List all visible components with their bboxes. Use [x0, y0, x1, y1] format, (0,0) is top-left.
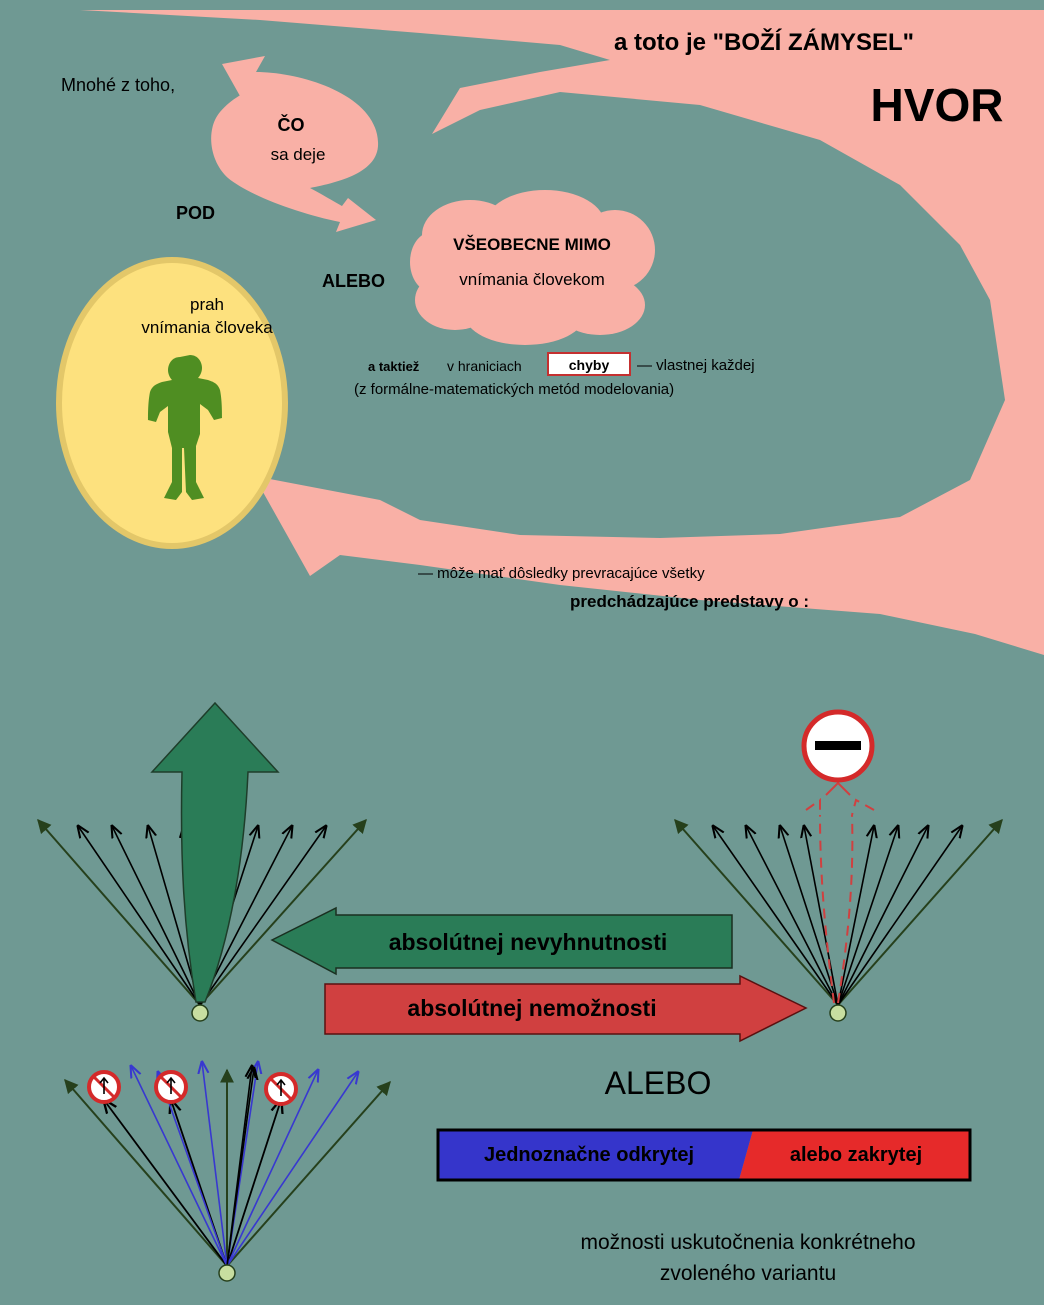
moznosti-line-2: zvoleného variantu: [660, 1262, 836, 1285]
fan-bottom-outer-ray: [226, 1080, 391, 1267]
big-green-up-arrow: [150, 701, 280, 1003]
sa-deje-label: sa deje: [271, 145, 326, 164]
moznosti-line-1: možnosti uskutočnenia konkrétneho: [580, 1231, 915, 1254]
chyby-box: [547, 352, 631, 376]
revealed-hidden-badge: [436, 1128, 972, 1182]
fan-impossibility: [674, 818, 1003, 1006]
forbid-sign-3: [264, 1072, 298, 1106]
fan-left-ray: [112, 826, 201, 1006]
zakrytej-label: alebo zakrytej: [790, 1144, 922, 1166]
hvor-swirl: [80, 10, 1044, 655]
red-caret: [825, 781, 851, 796]
no-entry-sign: [801, 709, 875, 783]
title-boz-zamysel: a toto je "BOŽÍ ZÁMYSEL": [614, 28, 914, 56]
odkrytej-label: Jednoznačne odkrytej: [484, 1144, 694, 1166]
circle-label-2: vnímania človeka: [141, 318, 273, 337]
co-swirl: [211, 56, 379, 232]
fan-left-outer-ray: [199, 818, 367, 1006]
red-dashed-paths: [805, 798, 875, 1004]
hvor-label: HVOR: [871, 79, 1004, 131]
fan-right-ray: [713, 826, 839, 1006]
vlastnej-label: — vlastnej každej: [637, 357, 755, 374]
moze-label: — môže mať dôsledky prevracajúce všetky: [418, 565, 705, 582]
nevyhnutnosti-label: absolútnej nevyhnutnosti: [389, 929, 668, 955]
fan-right-ray: [746, 826, 839, 1006]
fan-right-node: [829, 1004, 847, 1022]
taktiez-label: a taktiež: [368, 359, 420, 374]
v-hraniciach-label: v hraniciach: [447, 358, 522, 374]
alebo-top-label: ALEBO: [322, 271, 385, 291]
fan-bottom-blue-ray: [226, 1070, 318, 1267]
fan-bottom-blue-ray: [158, 1072, 228, 1267]
fan-bottom-node: [218, 1264, 236, 1282]
chyby-label: chyby: [569, 357, 610, 373]
forbid-sign-1: [87, 1070, 121, 1104]
fan-right-ray: [837, 826, 874, 1006]
nemoznosti-label: absolútnej nemožnosti: [407, 995, 656, 1021]
fan-bottom-black-ray: [104, 1100, 228, 1267]
cloud: [410, 190, 655, 345]
formalne-label: (z formálne-matematických metód modelova…: [354, 381, 674, 398]
nevyhnutnosti-arrow: [270, 906, 733, 976]
fan-bottom-blue-ray: [202, 1062, 228, 1267]
human-figure: [148, 355, 222, 500]
fan-left-ray: [78, 826, 201, 1006]
cloud-title: VŠEOBECNE MIMO: [453, 235, 611, 254]
fan-left-node: [191, 1004, 209, 1022]
fan-right-ray: [837, 826, 928, 1006]
alebo-bottom-label: ALEBO: [605, 1065, 712, 1101]
fan-left-ray: [199, 826, 326, 1006]
forbidden-signs: [87, 1070, 298, 1106]
circle-label-1: prah: [190, 295, 224, 314]
fan-left-outer-ray: [37, 818, 201, 1006]
forbid-sign-2: [154, 1070, 188, 1104]
fan-right-ray: [837, 826, 962, 1006]
fan-right-ray: [837, 826, 898, 1006]
fan-bottom-blue-ray: [226, 1072, 358, 1267]
fan-right-outer-ray: [837, 818, 1003, 1006]
fan-mixed: [64, 1062, 391, 1267]
fan-bottom-black-ray: [226, 1066, 252, 1267]
mnohe-label: Mnohé z toho,: [61, 75, 175, 95]
cloud-sub: vnímania človekom: [459, 270, 605, 289]
fan-right-ray: [804, 826, 839, 1006]
co-label: ČO: [278, 114, 305, 135]
fan-bottom-blue-ray: [131, 1066, 228, 1267]
fan-right-outer-ray: [674, 818, 839, 1006]
nemoznosti-arrow: [324, 974, 808, 1043]
fan-bottom-outer-ray: [64, 1078, 228, 1267]
fan-bottom-black-ray: [226, 1100, 281, 1267]
fan-right-ray: [780, 826, 839, 1006]
pod-label: POD: [176, 203, 215, 223]
predchadzajuce-label: predchádzajúce predstavy o :: [570, 592, 809, 611]
